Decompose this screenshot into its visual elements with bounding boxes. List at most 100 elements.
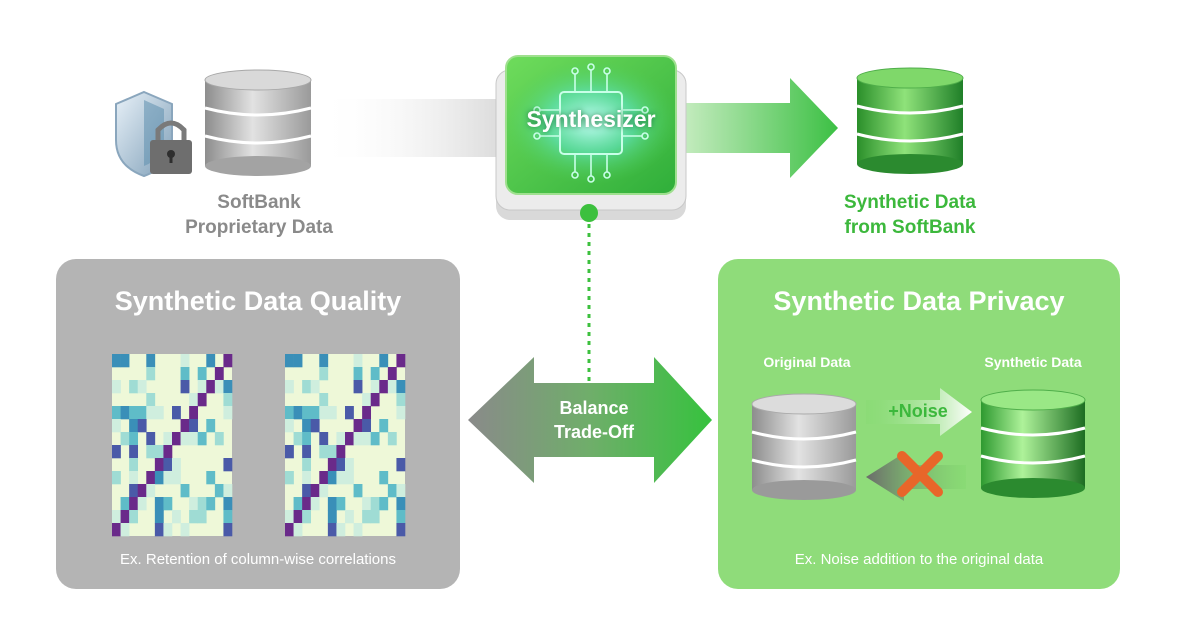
heatmap-cell <box>189 406 199 420</box>
heatmap-cell <box>293 497 303 511</box>
heatmap-cell <box>285 510 294 524</box>
heatmap-cell <box>154 497 164 511</box>
heatmap-cell <box>197 510 207 524</box>
heatmap-cell <box>302 406 312 420</box>
heatmap-cell <box>336 471 346 485</box>
quality-panel-text: Synthetic Data Quality Ex. Retention of … <box>56 259 460 589</box>
heatmap-cell <box>154 471 164 485</box>
balance-arrow <box>468 357 712 483</box>
noise-arrow <box>866 388 972 436</box>
heatmap-cell <box>223 497 233 511</box>
heatmap-cell <box>302 458 312 472</box>
heatmap-cell <box>379 471 389 485</box>
heatmap-cell <box>137 406 147 420</box>
heatmap-cell <box>214 380 224 394</box>
heatmap-cell <box>137 484 147 498</box>
heatmap-cell <box>137 419 147 433</box>
heatmap-cell <box>327 510 337 524</box>
heatmap-cell <box>146 484 156 498</box>
heatmap-cell <box>396 497 406 511</box>
heatmap-cell <box>336 432 346 446</box>
heatmap-cell <box>206 380 216 394</box>
heatmap-cell <box>396 510 406 524</box>
heatmap-cell <box>189 393 199 407</box>
heatmap-cell <box>327 523 337 537</box>
heatmap-cell <box>180 419 190 433</box>
heatmap-cell <box>353 419 363 433</box>
connector-dot <box>580 204 598 222</box>
heatmap-cell <box>319 445 329 459</box>
heatmap-cell <box>370 432 380 446</box>
heatmap-cell <box>146 354 156 368</box>
heatmap-cell <box>163 523 173 537</box>
heatmap-cell <box>362 406 372 420</box>
heatmap-cell <box>197 367 207 381</box>
source-label-line1: SoftBank <box>217 192 301 213</box>
heatmap-cell <box>285 354 294 368</box>
heatmap-cell <box>120 406 130 420</box>
heatmap-cell <box>379 380 389 394</box>
heatmap-cell <box>319 484 329 498</box>
heatmap-cell <box>163 458 173 472</box>
quality-caption: Ex. Retention of column-wise correlation… <box>120 551 396 568</box>
source-label-line2: Proprietary Data <box>185 217 333 238</box>
heatmap-cell <box>310 380 320 394</box>
heatmap-cell <box>120 510 130 524</box>
heatmap-cell <box>319 471 329 485</box>
heatmap-cell <box>223 393 233 407</box>
original-data-label: Original Data <box>763 354 851 370</box>
heatmap-cell <box>206 354 216 368</box>
heatmap-cell <box>112 523 121 537</box>
heatmap-cell <box>396 458 406 472</box>
heatmap-cell <box>129 380 139 394</box>
output-arrow <box>682 78 838 178</box>
heatmap-cell <box>302 471 312 485</box>
heatmap-cell <box>223 510 233 524</box>
heatmap-cell <box>353 484 363 498</box>
heatmap-cell <box>214 432 224 446</box>
heatmap-cell <box>120 523 130 537</box>
heatmap-cell <box>302 380 312 394</box>
balance-line2: Trade-Off <box>553 422 634 442</box>
heatmap-cell <box>180 484 190 498</box>
heatmap-cell <box>319 432 329 446</box>
heatmap-cell <box>285 471 294 485</box>
heatmap-cell <box>396 406 406 420</box>
heatmap-cell <box>129 484 139 498</box>
heatmap-cell <box>206 419 216 433</box>
heatmap-cell <box>154 458 164 472</box>
heatmap-cell <box>370 380 380 394</box>
heatmap-cell <box>327 458 337 472</box>
heatmap-cell <box>396 380 406 394</box>
heatmap-cell <box>223 380 233 394</box>
heatmap-cell <box>120 432 130 446</box>
heatmap-cell <box>293 406 303 420</box>
heatmap-cell <box>112 445 121 459</box>
heatmap-cell <box>302 432 312 446</box>
heatmap-cell <box>336 458 346 472</box>
heatmap-cell <box>112 419 121 433</box>
heatmap-cell <box>319 393 329 407</box>
heatmap-cell <box>353 354 363 368</box>
output-label-line1: Synthetic Data <box>844 192 976 213</box>
shield-lock-icon <box>115 90 192 178</box>
heatmap-cell <box>154 510 164 524</box>
heatmap-cell <box>362 497 372 511</box>
heatmap-cell <box>180 380 190 394</box>
heatmap-cell <box>223 406 233 420</box>
privacy-caption: Ex. Noise addition to the original data <box>794 551 1044 568</box>
heatmap-cell <box>197 380 207 394</box>
heatmap-cell <box>327 471 337 485</box>
heatmap-cell <box>310 419 320 433</box>
heatmap-cell <box>379 419 389 433</box>
heatmap-cell <box>293 354 303 368</box>
heatmap-cell <box>319 406 329 420</box>
heatmap-cell <box>137 380 147 394</box>
heatmap-cell <box>302 484 312 498</box>
heatmap-cell <box>387 380 397 394</box>
heatmap-cell <box>172 406 181 420</box>
heatmap-cell <box>146 367 156 381</box>
heatmap-cell <box>112 510 121 524</box>
heatmap-cell <box>129 406 139 420</box>
heatmap-cell <box>112 471 121 485</box>
